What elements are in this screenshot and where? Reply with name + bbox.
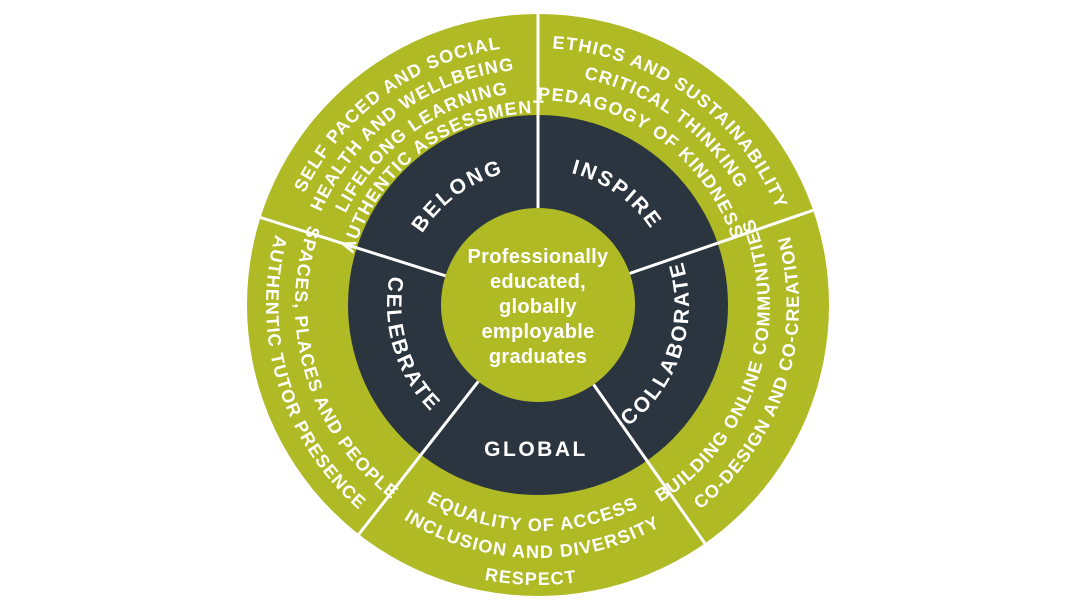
center-circle <box>441 208 635 402</box>
segment-divider-lower-right <box>592 383 707 545</box>
segment-divider-lower-left <box>357 380 480 536</box>
segment-divider-upper-left <box>260 216 446 278</box>
center-text-line-2: educated, <box>490 271 586 293</box>
center-text-line-1: Professionally <box>468 246 609 268</box>
inner-label-global: GLOBAL <box>484 438 588 461</box>
center-text-line-3: globally <box>499 296 578 318</box>
center-text-line-4: employable <box>481 321 594 343</box>
segment-divider-upper-right <box>629 208 814 275</box>
center-text-line-5: graduates <box>489 346 587 368</box>
